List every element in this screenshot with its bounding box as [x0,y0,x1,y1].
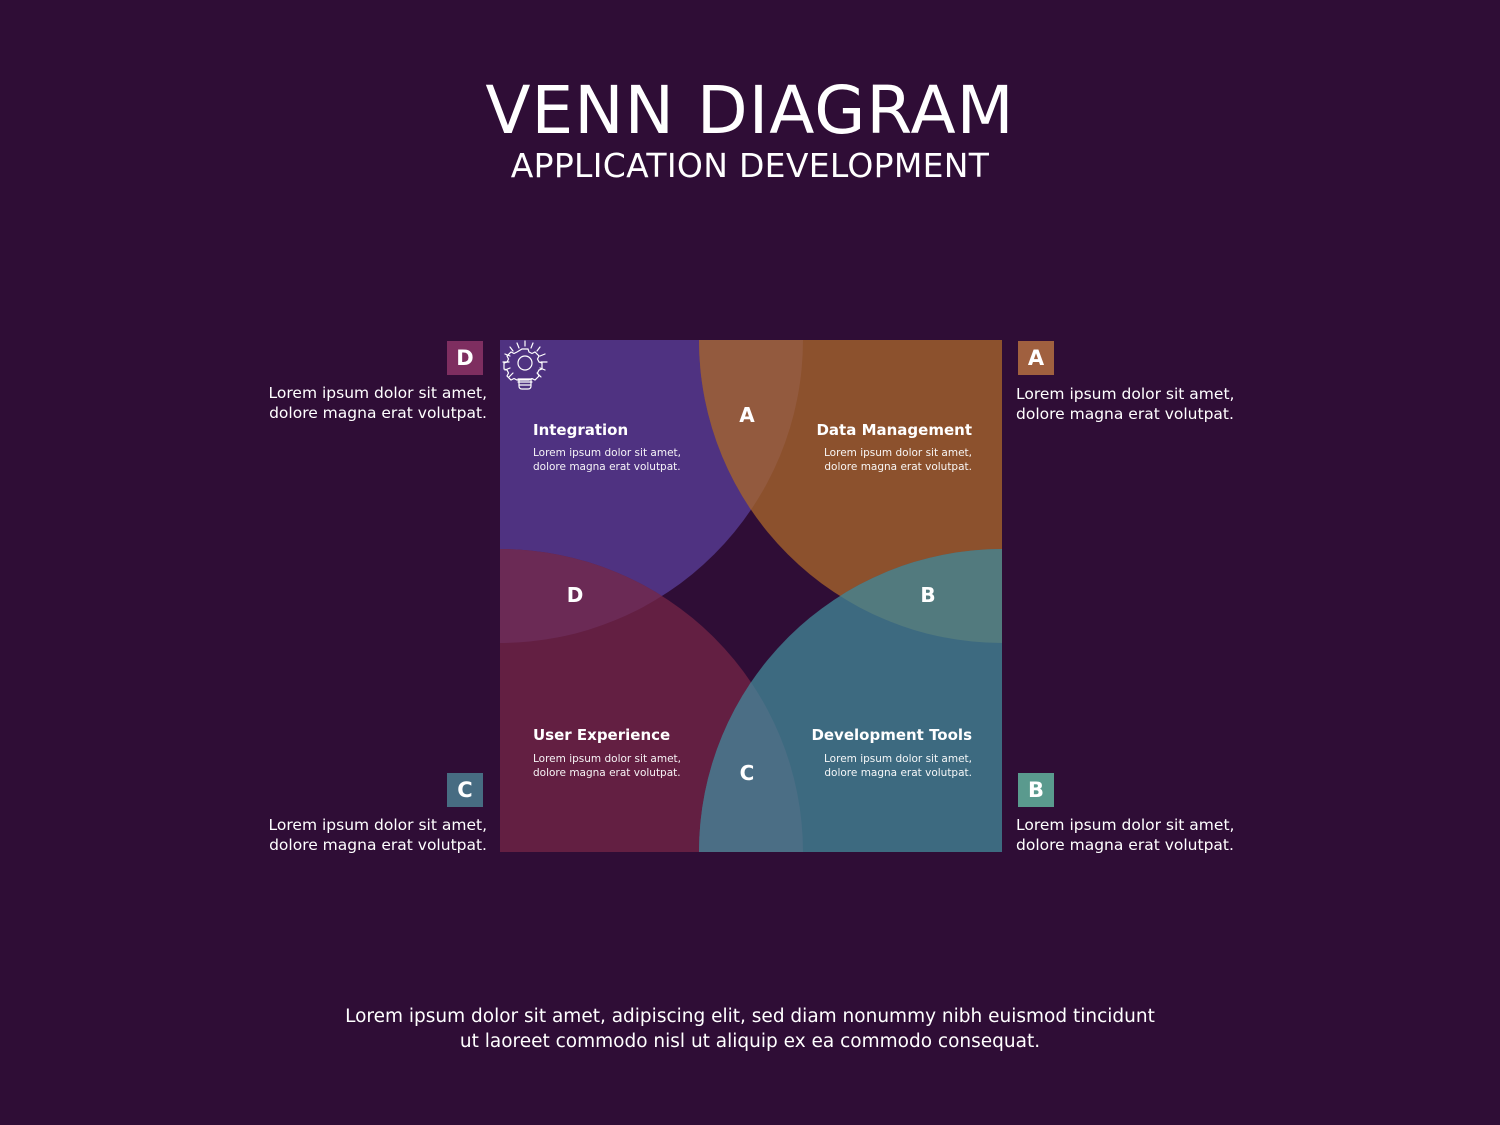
note-b-line2: dolore magna erat volutpat. [1016,836,1234,854]
footer-text: Lorem ipsum dolor sit amet, adipiscing e… [0,1004,1500,1054]
note-a-line1: Lorem ipsum dolor sit amet, [1016,385,1235,403]
badge-b: B [1018,773,1054,807]
data-management-title: Data Management [816,421,972,439]
badge-c: C [447,773,483,807]
venn-diagram: Integration Lorem ipsum dolor sit amet, … [500,340,1002,852]
badge-a: A [1018,341,1054,375]
integration-desc-line2: dolore magna erat volutpat. [533,461,681,473]
page-subtitle: APPLICATION DEVELOPMENT [510,146,990,185]
footer-line2: ut laoreet commodo nisl ut aliquip ex ea… [459,1031,1041,1052]
note-c-line1: Lorem ipsum dolor sit amet, [268,816,487,834]
note-b-line1: Lorem ipsum dolor sit amet, [1016,816,1235,834]
note-d-line1: Lorem ipsum dolor sit amet, [268,384,487,402]
lens-a-label: A [739,403,755,427]
user-experience-desc-line1: Lorem ipsum dolor sit amet, [533,753,681,765]
integration-desc-line1: Lorem ipsum dolor sit amet, [533,447,681,459]
user-experience-desc-line2: dolore magna erat volutpat. [533,767,681,779]
venn-shapes [500,340,1002,852]
lightbulb-gear-icon [502,340,548,390]
page-title: VENN DIAGRAM [485,72,1015,149]
development-tools-desc-line1: Lorem ipsum dolor sit amet, [824,753,972,765]
integration-title: Integration [533,421,629,439]
development-tools-title: Development Tools [811,726,972,744]
lens-b-label: B [920,583,936,607]
data-management-desc-line1: Lorem ipsum dolor sit amet, [824,447,972,459]
footer-line1: Lorem ipsum dolor sit amet, adipiscing e… [345,1006,1155,1027]
development-tools-desc-line2: dolore magna erat volutpat. [824,767,972,779]
note-a-line2: dolore magna erat volutpat. [1016,405,1234,423]
badge-d: D [447,341,483,375]
lens-d-label: D [566,583,584,607]
data-management-desc-line2: dolore magna erat volutpat. [824,461,972,473]
user-experience-title: User Experience [533,726,671,744]
lens-c-label: C [739,761,755,785]
note-d-line2: dolore magna erat volutpat. [269,404,487,422]
note-c-line2: dolore magna erat volutpat. [269,836,487,854]
